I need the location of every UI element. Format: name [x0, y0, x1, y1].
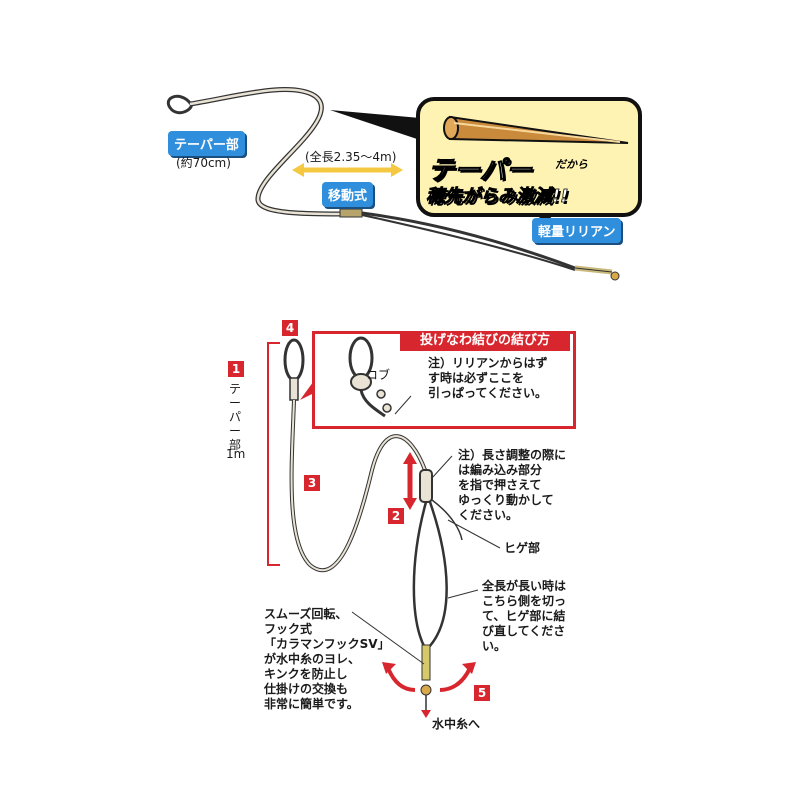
note-adjust: 注）長さ調整の際に は編み込み部分 を指で押さえて ゆっくり動かして ください。 — [458, 448, 567, 522]
knot-detail-icon — [348, 336, 412, 418]
callout-box — [416, 97, 642, 217]
note-lilian: 注）リリアンからはず す時は必ずここを 引っぱってください。 — [428, 356, 548, 400]
note-long: 全長が長い時は こちら側を切っ て、ヒゲ部に結 び直してくださ い。 — [482, 579, 567, 653]
top-line-illustration — [166, 87, 620, 281]
marker-5: 5 — [474, 685, 490, 701]
taper-length: (約70cm) — [176, 156, 231, 170]
knot-method-title: 投げなわ結びの結び方 — [400, 331, 570, 351]
marker-2: 2 — [388, 508, 404, 524]
to-line-label: 水中糸へ — [432, 717, 481, 731]
callout-taper-text: テーパー — [428, 156, 533, 187]
rod-tip-icon — [443, 115, 629, 144]
taper-part-length: 1m — [226, 447, 246, 461]
hige-label: ヒゲ部 — [504, 541, 541, 555]
taper-label: テーパー部 — [168, 131, 245, 156]
kobu-label: コブ — [366, 368, 391, 382]
bottom-line-illustration — [267, 338, 501, 718]
marker-1: 1 — [228, 361, 244, 377]
movable-label: 移動式 — [322, 182, 374, 207]
marker-4: 4 — [282, 320, 298, 336]
taper-part-vertical: テーパー部 — [228, 382, 241, 452]
light-lilian-label: 軽量リリアン — [532, 218, 622, 243]
note-hook: スムーズ回転、 フック式 「カラマンフックSV」 が水中糸のヨレ、 キンクを防止… — [264, 607, 390, 711]
total-length: (全長2.35～4m) — [305, 150, 397, 164]
callout-dakara: だから — [555, 158, 588, 171]
marker-3: 3 — [304, 475, 320, 491]
callout-slogan: 穂先がらみ激減!! — [426, 186, 569, 208]
